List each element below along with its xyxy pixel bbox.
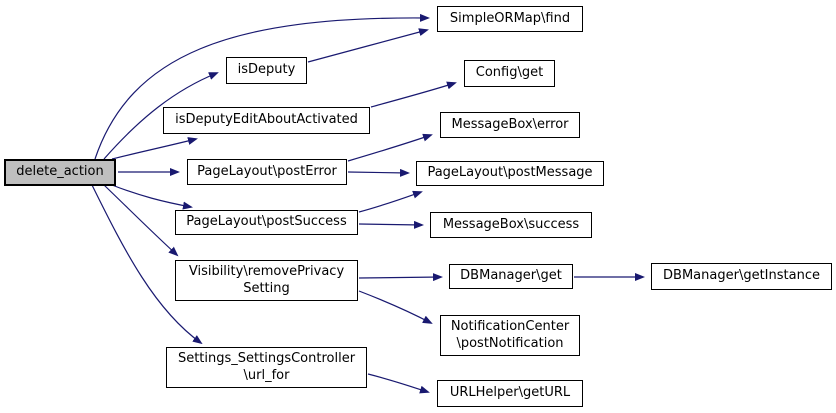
- edge-visibility-to-dbmanager-get: [358, 273, 443, 282]
- edge-delete-action-to-pagelayout-post-success: [111, 184, 193, 210]
- node-notificationcenter-post-notification[interactable]: NotificationCenter \postNotification: [440, 315, 580, 356]
- node-dbmanager-getinstance[interactable]: DBManager\getInstance: [651, 263, 832, 290]
- edge-delete-action-to-visibility-remove-privacy-setting: [103, 184, 179, 257]
- node-is-deputy[interactable]: isDeputy: [226, 57, 307, 84]
- edge-is-deputy-to-simpleormap-find: [307, 28, 429, 63]
- node-pagelayout-post-success[interactable]: PageLayout\postSuccess: [175, 210, 358, 235]
- node-visibility-remove-privacy-setting[interactable]: Visibility\removePrivacy Setting: [175, 260, 358, 301]
- node-is-deputy-edit-about-activated[interactable]: isDeputyEditAboutActivated: [163, 107, 370, 134]
- edge-visibility-to-notificationcenter: [358, 290, 433, 324]
- edge-post-success-to-messagebox-success: [358, 220, 424, 229]
- edge-delete-action-to-simpleormap-find: [94, 13, 430, 160]
- edge-post-success-to-post-message: [358, 190, 423, 213]
- node-config-get[interactable]: Config\get: [464, 60, 555, 87]
- node-settings-controller-url-for[interactable]: Settings_SettingsController \url_for: [166, 347, 367, 388]
- node-pagelayout-post-error[interactable]: PageLayout\postError: [187, 159, 347, 185]
- node-messagebox-success[interactable]: MessageBox\success: [430, 212, 592, 238]
- edge-settings-url-for-to-urlhelper-geturl: [367, 373, 430, 394]
- edge-delete-action-to-is-deputy: [103, 72, 219, 160]
- edge-post-error-to-messagebox-error: [347, 133, 433, 162]
- edge-post-error-to-post-message: [347, 168, 410, 177]
- edge-delete-action-to-is-deputy-edit-about-activated: [111, 137, 198, 160]
- node-dbmanager-get[interactable]: DBManager\get: [449, 264, 573, 289]
- node-urlhelper-geturl[interactable]: URLHelper\getURL: [437, 380, 583, 407]
- edge-is-deputy-edit-to-config-get: [370, 81, 457, 108]
- edge-delete-action-to-settings-controller-url-for: [91, 184, 203, 345]
- node-messagebox-error[interactable]: MessageBox\error: [440, 112, 580, 138]
- node-delete-action: delete_action: [4, 159, 116, 186]
- node-pagelayout-post-message[interactable]: PageLayout\postMessage: [416, 161, 604, 186]
- node-simpleormap-find[interactable]: SimpleORMap\find: [437, 6, 583, 32]
